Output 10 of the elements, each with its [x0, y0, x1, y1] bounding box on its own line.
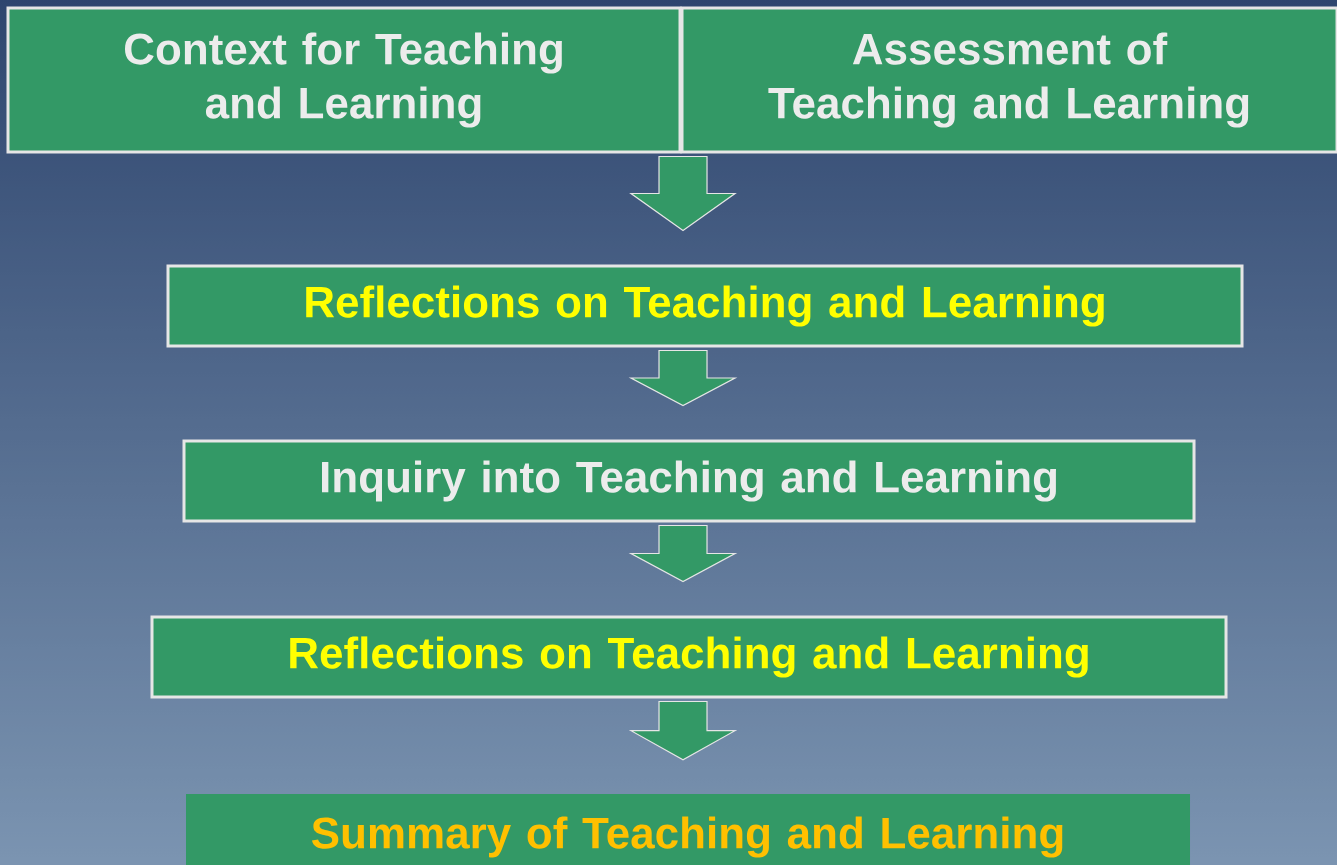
process-box: Reflections on Teaching and Learning [166, 264, 1244, 348]
block-arrow [628, 349, 738, 407]
process-box: Context for Teaching and Learning [6, 6, 682, 154]
process-box: Inquiry into Teaching and Learning [182, 439, 1196, 523]
block-arrow [628, 700, 738, 761]
process-box: Reflections on Teaching and Learning [150, 615, 1228, 699]
process-box: Summary of Teaching and Learning [186, 794, 1190, 865]
block-arrow [628, 524, 738, 583]
block-arrow [629, 155, 737, 232]
process-box: Assessment of Teaching and Learning [680, 6, 1337, 154]
